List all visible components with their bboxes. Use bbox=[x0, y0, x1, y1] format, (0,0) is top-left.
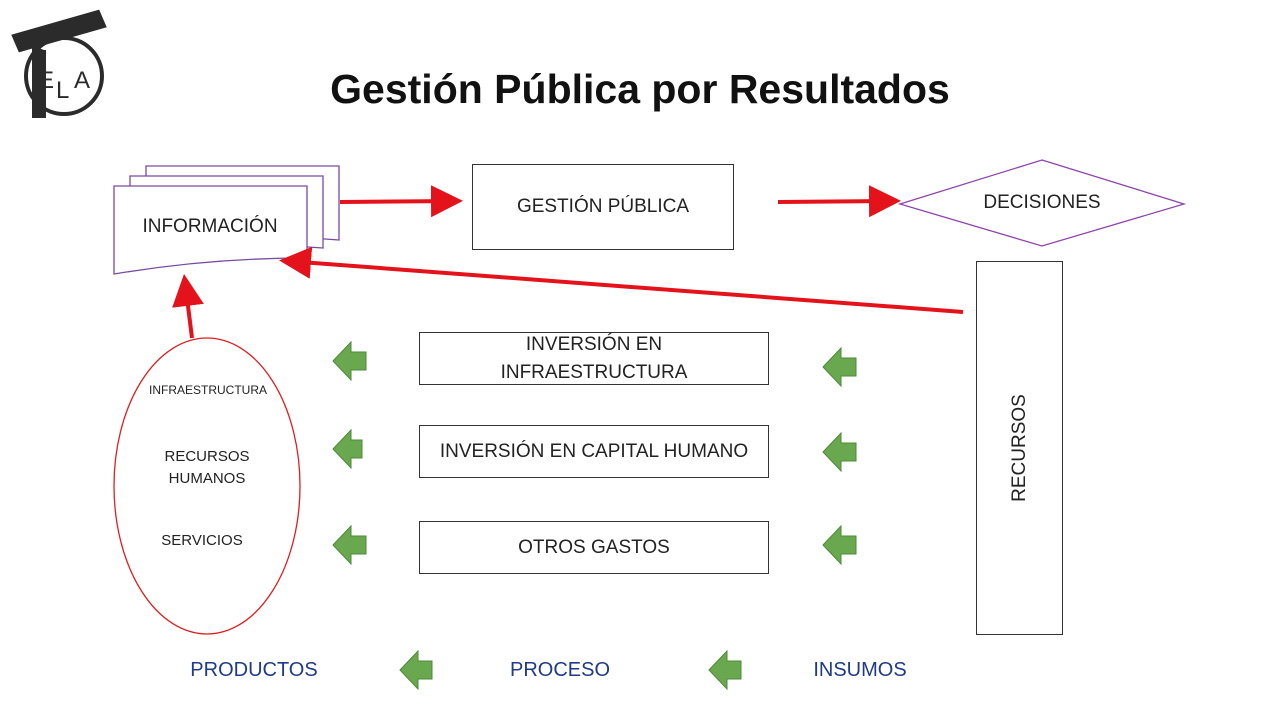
recursos-box: RECURSOS bbox=[976, 261, 1063, 635]
ela-logo: E L A bbox=[11, 9, 107, 118]
productos-ellipse bbox=[113, 337, 301, 635]
footer-productos: PRODUCTOS bbox=[190, 659, 318, 681]
process-box-otros-gastos: OTROS GASTOS bbox=[419, 521, 769, 574]
arrow-gestion-to-decisiones bbox=[777, 185, 901, 218]
recursos-label: RECURSOS bbox=[1008, 394, 1030, 502]
footer-proceso: PROCESO bbox=[509, 659, 611, 681]
gestion-publica-label: GESTIÓN PÚBLICA bbox=[516, 196, 690, 217]
arrow-productos-to-informacion bbox=[172, 274, 204, 339]
logo-letter-e: E bbox=[38, 67, 54, 94]
ellipse-item-recursos-humanos: RECURSOS HUMANOS bbox=[164, 448, 250, 487]
footer-insumos: INSUMOS bbox=[813, 659, 907, 681]
decisiones-diamond bbox=[897, 159, 1187, 247]
green-left-arrow-icon bbox=[822, 524, 857, 566]
green-left-arrow-icon bbox=[332, 524, 367, 566]
green-left-arrow-icon bbox=[822, 431, 857, 473]
ellipse-item-servicios: SERVICIOS bbox=[161, 532, 243, 549]
green-left-arrow-icon bbox=[708, 649, 742, 691]
green-left-arrow-icon bbox=[399, 649, 433, 691]
arrow-informacion-to-gestion bbox=[339, 185, 463, 218]
page-title: Gestión Pública por Resultados bbox=[330, 66, 950, 112]
process-box-label: INVERSIÓN EN CAPITAL HUMANO bbox=[439, 440, 749, 462]
informacion-document-stack bbox=[113, 165, 340, 275]
informacion-label: INFORMACIÓN bbox=[142, 216, 278, 237]
process-box-infraestructura: INVERSIÓN EN INFRAESTRUCTURA bbox=[419, 332, 769, 385]
arrow-recursos-to-informacion bbox=[279, 246, 964, 314]
decisiones-label: DECISIONES bbox=[983, 192, 1101, 213]
green-left-arrow-icon bbox=[332, 428, 363, 470]
green-left-arrow-icon bbox=[822, 346, 857, 388]
logo-letter-l: L bbox=[56, 77, 69, 104]
seal-icon bbox=[11, 9, 107, 118]
process-box-capital-humano: INVERSIÓN EN CAPITAL HUMANO bbox=[419, 425, 769, 478]
green-left-arrow-icon bbox=[332, 340, 367, 382]
process-box-label: OTROS GASTOS bbox=[518, 536, 670, 558]
gestion-publica-box: GESTIÓN PÚBLICA bbox=[472, 164, 734, 250]
process-box-label: INVERSIÓN EN INFRAESTRUCTURA bbox=[500, 333, 688, 383]
logo-letter-a: A bbox=[74, 67, 90, 94]
ellipse-item-infraestructura: INFRAESTRUCTURA bbox=[148, 383, 267, 397]
